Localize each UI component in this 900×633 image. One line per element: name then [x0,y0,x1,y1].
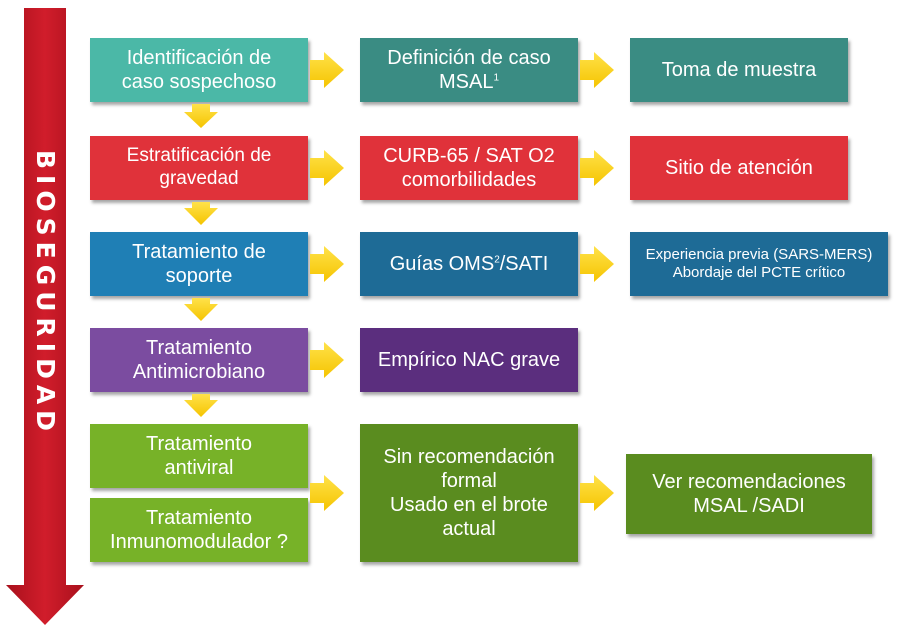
box-empirico-nac: Empírico NAC grave [360,328,578,392]
box-guias-oms: Guías OMS2/SATI [360,232,578,296]
arrow-right-r2-c2 [580,150,614,186]
box-estratificacion: Estratificación de gravedad [90,136,308,200]
side-arrow [6,8,84,625]
box-identificacion: Identificación de caso sospechoso [90,38,308,102]
arrow-right-r2-c1 [310,150,344,186]
box-tratamiento-soporte: Tratamiento de soporte [90,232,308,296]
side-arrow-shape [6,8,84,625]
side-label: BIOSEGURIDAD [31,150,60,437]
box-sitio-atencion: Sitio de atención [630,136,848,200]
box-tratamiento-antimicrobiano: Tratamiento Antimicrobiano [90,328,308,392]
box-tratamiento-inmunomodulador: Tratamiento Inmunomodulador ? [90,498,308,562]
arrow-down-4 [184,394,218,417]
arrow-down-3 [184,298,218,321]
box-ver-recomendaciones: Ver recomendaciones MSAL /SADI [626,454,872,534]
arrow-right-r3-c1 [310,246,344,282]
arrow-right-r1-c2 [580,52,614,88]
arrow-right-r3-c2 [580,246,614,282]
arrow-right-r5-c1 [310,475,344,511]
arrow-right-r5-c2 [580,475,614,511]
box-tratamiento-antiviral: Tratamiento antiviral [90,424,308,488]
arrow-down-1 [184,104,218,128]
box-experiencia-previa: Experiencia previa (SARS-MERS) Abordaje … [630,232,888,296]
guias-oms-text: Guías OMS2/SATI [389,253,549,275]
definicion-caso-text: Definición de caso MSAL1 [387,47,551,93]
box-sin-recomendacion: Sin recomendación formal Usado en el bro… [360,424,578,562]
box-definicion-caso: Definición de caso MSAL1 [360,38,578,102]
box-curb65: CURB-65 / SAT O2 comorbilidades [360,136,578,200]
arrow-right-r1-c1 [310,52,344,88]
arrow-down-2 [184,202,218,225]
box-toma-muestra: Toma de muestra [630,38,848,102]
arrow-right-r4-c1 [310,342,344,378]
